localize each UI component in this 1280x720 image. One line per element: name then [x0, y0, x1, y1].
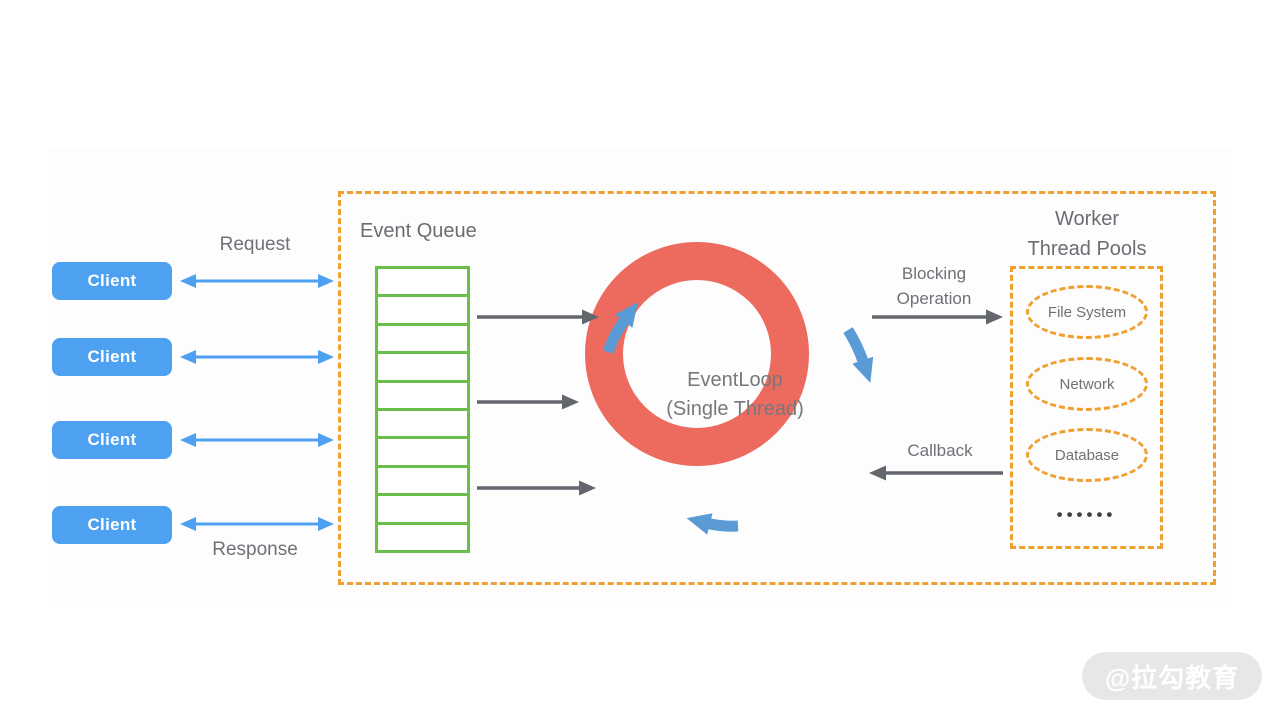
queue-cell	[378, 408, 467, 437]
pool-item-network: Network	[1026, 357, 1148, 411]
pool-item-file-system: File System	[1026, 285, 1148, 339]
worker-title-line1: Worker	[1054, 208, 1120, 230]
worker-pool-title: Worker Thread Pools	[1000, 204, 1174, 264]
worker-title-line2: Thread Pools	[1027, 238, 1147, 260]
blocking-label-line2: Operation	[896, 289, 972, 308]
queue-cell	[378, 493, 467, 522]
client-box-3: Client	[52, 421, 172, 459]
blocking-label-line1: Blocking	[901, 264, 967, 283]
event-loop-subtitle: (Single Thread)	[666, 398, 804, 420]
client-box-1: Client	[52, 262, 172, 300]
queue-cell	[378, 464, 467, 494]
queue-cell	[378, 269, 467, 295]
queue-cell	[378, 322, 467, 352]
pool-more-dots: ••••••	[1056, 505, 1117, 524]
worker-pool-dashed-box	[1010, 266, 1163, 549]
event-loop-label: EventLoop (Single Thread)	[625, 366, 845, 424]
queue-cell	[378, 379, 467, 409]
event-loop-ring	[585, 242, 809, 466]
blocking-operation-label: Blocking Operation	[878, 261, 990, 311]
client-box-2: Client	[52, 338, 172, 376]
callback-label: Callback	[907, 441, 973, 460]
event-queue-cells	[375, 266, 470, 553]
client-box-4: Client	[52, 506, 172, 544]
queue-cell	[378, 351, 467, 380]
request-label: Request	[219, 234, 291, 255]
nodejs-runtime-dashed-box	[338, 191, 1216, 585]
watermark-badge: @拉勾教育	[1082, 652, 1262, 700]
queue-cell	[378, 294, 467, 323]
event-queue-title: Event Queue	[360, 220, 477, 242]
queue-cell	[378, 521, 467, 551]
response-label: Response	[212, 539, 298, 560]
queue-cell	[378, 436, 467, 465]
pool-item-database: Database	[1026, 428, 1148, 482]
event-loop-title: EventLoop	[687, 369, 783, 391]
